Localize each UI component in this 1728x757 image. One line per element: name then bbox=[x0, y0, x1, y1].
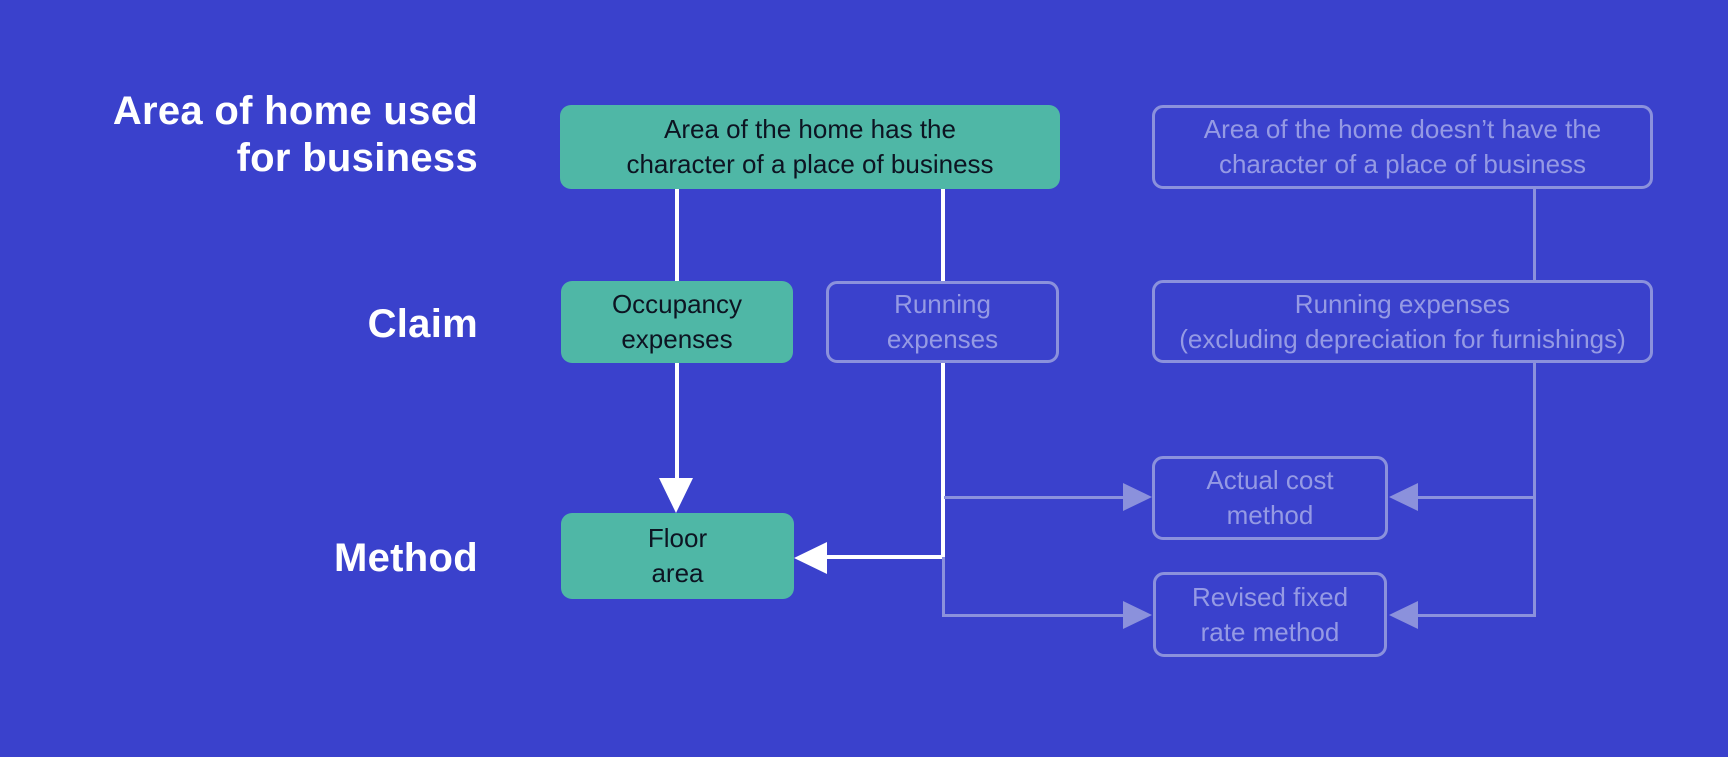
row-label-method: Method bbox=[334, 536, 478, 580]
connector-running-to-revised bbox=[944, 614, 1125, 617]
connector-running-down bbox=[941, 363, 945, 559]
arrow-right-icon bbox=[1123, 483, 1152, 511]
row-label-area-of-home: Area of home used for business bbox=[112, 89, 478, 180]
arrow-left-icon bbox=[1389, 601, 1418, 629]
arrow-right-icon bbox=[1123, 601, 1152, 629]
connector-running-to-floor bbox=[824, 555, 945, 559]
node-occupancy-expenses: Occupancy expenses bbox=[561, 281, 793, 363]
node-area-no-character: Area of the home doesn’t have the charac… bbox=[1152, 105, 1653, 189]
arrow-left-icon bbox=[1389, 483, 1418, 511]
connector-runningexcl-to-actual bbox=[1417, 496, 1534, 499]
connector-nocharacter-to-runningexcl bbox=[1533, 189, 1536, 281]
connector-runningexcl-down bbox=[1533, 363, 1536, 617]
connector-running-to-actual bbox=[944, 496, 1125, 499]
node-area-has-character: Area of the home has the character of a … bbox=[560, 105, 1060, 189]
connector-hascharacter-to-occupancy bbox=[675, 189, 679, 281]
node-running-expenses-excl: Running expenses (excluding depreciation… bbox=[1152, 280, 1653, 363]
connector-hascharacter-to-running bbox=[941, 189, 945, 281]
node-running-expenses: Running expenses bbox=[826, 281, 1059, 363]
connector-occupancy-to-floor bbox=[675, 363, 679, 480]
arrow-down-icon bbox=[659, 478, 693, 513]
connector-running-down-lower bbox=[942, 557, 945, 617]
row-label-claim: Claim bbox=[367, 302, 478, 346]
node-floor-area: Floor area bbox=[561, 513, 794, 599]
node-revised-fixed-rate-method: Revised fixed rate method bbox=[1153, 572, 1387, 657]
arrow-left-icon bbox=[794, 542, 827, 574]
connector-runningexcl-to-revised bbox=[1417, 614, 1534, 617]
node-actual-cost-method: Actual cost method bbox=[1152, 456, 1388, 540]
